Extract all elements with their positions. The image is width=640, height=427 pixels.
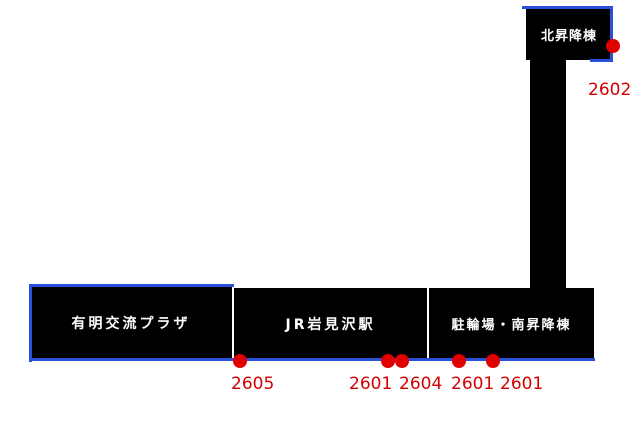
marker-2605-label: 2605 — [231, 374, 275, 394]
parking-building: 駐輪場・南昇降棟 — [429, 288, 594, 359]
marker-2604-dot — [395, 354, 409, 368]
north-lift-label: 北昇降棟 — [540, 28, 597, 44]
north-lift-outline-top — [522, 6, 612, 9]
connector-column — [530, 58, 566, 290]
plaza-building: 有明交流プラザ — [30, 286, 232, 359]
marker-2601a-label: 2601 — [349, 374, 393, 394]
marker-2601b-label: 2601 — [451, 374, 495, 394]
marker-2601c-dot — [486, 354, 500, 368]
marker-2601c-label: 2601 — [500, 374, 544, 394]
marker-2604-label: 2604 — [399, 374, 443, 394]
north-lift-building: 北昇降棟 — [526, 8, 612, 60]
marker-2605-dot — [233, 354, 247, 368]
jr-station-building: JR岩見沢駅 — [234, 288, 427, 359]
parking-label: 駐輪場・南昇降棟 — [451, 318, 572, 333]
marker-2601b-dot — [452, 354, 466, 368]
plaza-outline-left — [29, 284, 32, 362]
jr-station-label: JR岩見沢駅 — [285, 316, 376, 333]
marker-2602-dot — [606, 39, 620, 53]
marker-2602-label: 2602 — [588, 80, 632, 100]
north-lift-outline-bottom — [590, 59, 613, 62]
bottom-outline — [29, 358, 595, 361]
north-lift-outline-right — [610, 6, 613, 62]
plaza-label: 有明交流プラザ — [71, 315, 191, 332]
plaza-outline-top — [30, 284, 234, 287]
marker-2601a-dot — [381, 354, 395, 368]
